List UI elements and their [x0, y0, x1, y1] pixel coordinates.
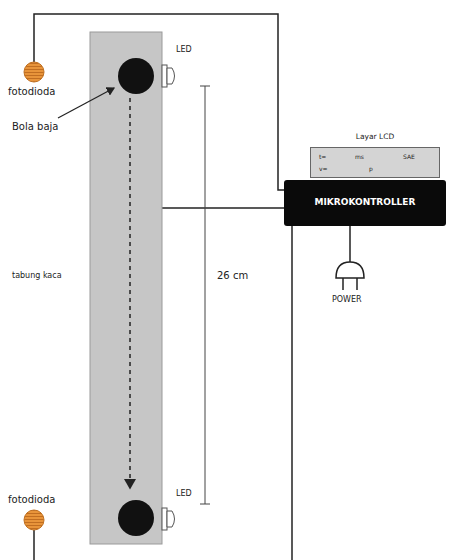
photodiode: [24, 510, 44, 530]
steel-ball: [118, 58, 154, 94]
power-plug: [336, 262, 364, 290]
box-text: MIKROKONTROLLER: [315, 198, 416, 208]
display-title: Layar LCD: [308, 133, 442, 141]
lcd-display: t= ms SAE v= p Layar LCD: [308, 133, 442, 180]
part-label: fotodioda: [8, 494, 55, 505]
dimension-label: 26 cm: [216, 270, 249, 281]
part-label: LED: [176, 490, 192, 499]
display-field: SAE: [403, 154, 415, 161]
part-label: POWER: [332, 296, 362, 305]
dimension-line: [200, 86, 210, 504]
part-label: fotodioda: [8, 86, 55, 97]
glass-tube: [90, 32, 162, 544]
display-field: t=: [319, 154, 326, 161]
leader-line: [58, 88, 114, 118]
steel-ball: [118, 500, 154, 536]
display-field: ms: [355, 154, 364, 161]
microcontroller-box: MIKROKONTROLLER: [284, 180, 446, 226]
part-label: Bola baja: [12, 121, 58, 132]
display-field: v=: [319, 166, 328, 173]
display-field: p: [369, 166, 373, 173]
led-symbol: [162, 65, 175, 530]
part-label: tabung kaca: [12, 272, 62, 281]
fall-path: [129, 98, 131, 488]
photodiode: [24, 62, 44, 82]
wire: [34, 14, 350, 560]
lcd-screen: t= ms SAE v= p: [310, 147, 440, 178]
part-label: LED: [176, 46, 192, 55]
